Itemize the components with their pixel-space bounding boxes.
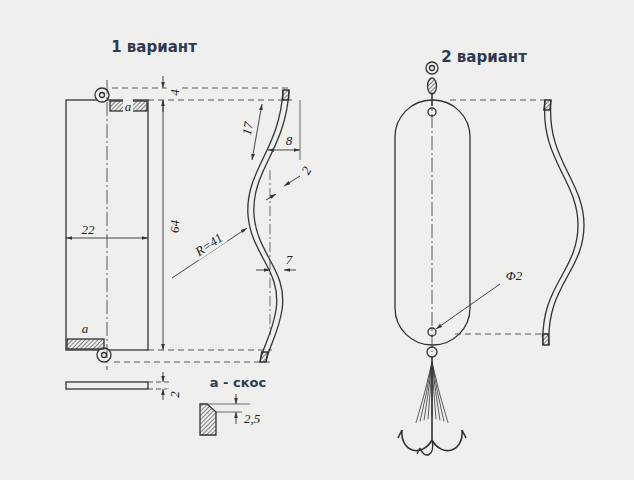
feather-stroke — [420, 362, 432, 422]
feather-stroke — [432, 362, 448, 423]
dimension-value: 17 — [238, 118, 256, 137]
variant-1 — [66, 76, 300, 435]
dimension-value: 2 — [297, 162, 315, 179]
variant-heading: 1 вариант — [109, 39, 199, 56]
dimension-value: 7 — [284, 252, 295, 267]
feather-stroke — [424, 362, 432, 420]
dimension-value: 2 — [167, 389, 182, 400]
hatch-label: a — [80, 321, 91, 336]
radius-value: R=41 — [191, 228, 227, 259]
feather-stroke — [416, 362, 432, 423]
diameter-value: Φ2 — [504, 268, 524, 283]
variant-heading: 2 вариант — [439, 49, 529, 66]
feather-stroke — [428, 362, 432, 419]
dimension-value: 22 — [80, 222, 97, 237]
dimension-value: 4 — [167, 87, 182, 98]
hatch-label: a — [123, 99, 134, 114]
dimension-value: 8 — [284, 133, 295, 148]
variant-2 — [395, 62, 584, 455]
dimension-value: 64 — [167, 218, 182, 235]
dimension-value: 2,5 — [242, 411, 262, 426]
bevel-note: a - скос — [208, 375, 268, 390]
